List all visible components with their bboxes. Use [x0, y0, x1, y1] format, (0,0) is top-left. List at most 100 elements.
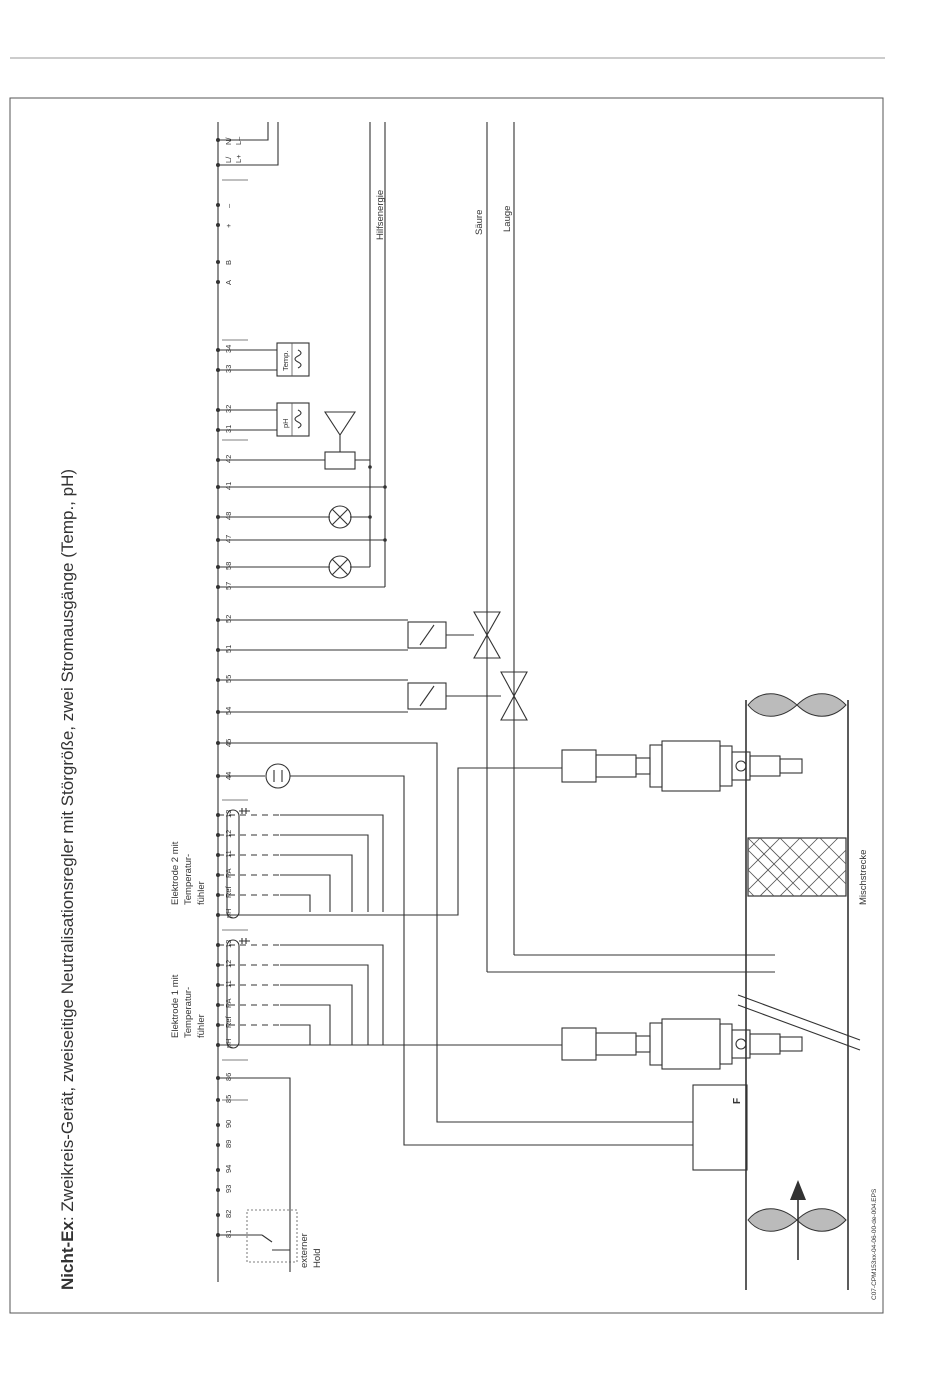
e1-terminal-12: 12	[224, 960, 233, 968]
terminal-86: 86	[224, 1073, 233, 1081]
external-hold-label-1: externer	[299, 1233, 310, 1268]
signal-lamp-icon	[328, 555, 352, 579]
terminal-separators	[222, 179, 248, 1101]
terminal-B: B	[224, 260, 233, 265]
mischstrecke-label: Mischstrecke	[858, 850, 869, 905]
power-wire-l	[218, 122, 279, 166]
terminal-82: 82	[224, 1210, 233, 1218]
terminal-labels-electrode1: pH Ref PA 11 12 13	[224, 940, 233, 1048]
valve-icon	[473, 611, 501, 659]
electrode1-label-1: Elektrode 1 mit	[170, 974, 181, 1038]
electrode1-label-2: Temperatur-	[183, 987, 194, 1038]
pipe-bottom-section	[747, 1208, 847, 1232]
static-mixer-hatch	[747, 837, 847, 897]
arrow-up-icon	[790, 1180, 806, 1200]
flowmeter-box	[692, 1084, 748, 1171]
terminal-81: 81	[224, 1230, 233, 1238]
terminal-54: 54	[224, 707, 233, 715]
terminal-58: 58	[224, 562, 233, 570]
signal-lamp-icon	[328, 505, 352, 529]
lauge-label: Lauge	[502, 206, 513, 232]
pipe-break-2	[737, 1004, 861, 1051]
flowmeter-label: F	[732, 1098, 743, 1104]
terminal-41: 41	[224, 482, 233, 490]
terminal-labels-relays: 44 45 54 55 51 52 57 58 47 48 41 42	[224, 455, 233, 780]
electrode2-cable-jacket	[226, 809, 240, 919]
electrode1-wiring	[218, 944, 562, 1046]
e1-terminal-ref: Ref	[224, 1015, 233, 1028]
terminal-32: 32	[224, 405, 233, 413]
e2-terminal-13: 13	[224, 810, 233, 818]
e1-terminal-ph: pH	[224, 1038, 233, 1048]
valve2-wires	[218, 679, 408, 713]
terminal-47: 47	[224, 535, 233, 543]
electrode1-label-3: fühler	[196, 1014, 207, 1038]
saeure-label: Säure	[474, 210, 485, 235]
ground-icon	[239, 808, 250, 814]
diagram-frame	[9, 97, 884, 1314]
terminal-labels-bus: + – A B	[224, 203, 233, 285]
recorder-icon	[294, 409, 302, 429]
recorder-icon	[294, 349, 302, 369]
temp-output-box	[276, 342, 310, 377]
terminal-minus: –	[224, 203, 233, 208]
terminal-31: 31	[224, 425, 233, 433]
terminal-labels-outputs: 31 32 33 34	[224, 345, 233, 433]
pipe-top-section	[747, 693, 847, 717]
terminal-N: N/	[224, 137, 233, 145]
terminal-labels-electrode2: pH Ref PA 11 12 13	[224, 810, 233, 918]
e2-terminal-ph: pH	[224, 908, 233, 918]
terminal-48: 48	[224, 512, 233, 520]
figure-code: C07-CPM153xx-04-06-00-de-004.EPS	[871, 1188, 878, 1300]
terminal-L: L/	[224, 156, 233, 163]
terminal-52: 52	[224, 615, 233, 623]
electrode2-wiring	[218, 767, 562, 916]
electrode1-cable-jacket	[226, 939, 240, 1049]
electrode2-label-3: fühler	[196, 881, 207, 905]
terminal-89: 89	[224, 1140, 233, 1148]
terminal-51: 51	[224, 645, 233, 653]
temp-output-wires	[218, 349, 277, 371]
terminal-labels-hold: 81 82 93 94 89 90 85 86	[224, 1073, 233, 1238]
e1-terminal-11: 11	[224, 980, 233, 988]
external-hold-box	[246, 1209, 298, 1263]
terminal-94: 94	[224, 1165, 233, 1173]
electrode2-label-1: Elektrode 2 mit	[170, 841, 181, 905]
diagram-title: Nicht-Ex: Zweikreis-Gerät, zweiseitige N…	[58, 469, 77, 1290]
current-meter-icon	[265, 763, 291, 789]
ph-output-label: pH	[281, 418, 290, 428]
e2-terminal-ref: Ref	[224, 885, 233, 898]
flowmeter-wire-45	[218, 742, 693, 1123]
e2-terminal-11: 11	[224, 850, 233, 858]
terminal-57: 57	[224, 582, 233, 590]
pipe-break-1	[737, 994, 861, 1041]
electrode2-sensor-icon	[561, 740, 803, 792]
e2-terminal-pa: PA	[224, 869, 233, 878]
power-wire-n	[218, 122, 269, 141]
terminal-55: 55	[224, 675, 233, 683]
terminal-85: 85	[224, 1095, 233, 1103]
flowmeter-wire-44	[218, 775, 693, 1146]
relay-coil-icon	[324, 451, 356, 470]
static-mixer	[747, 837, 847, 897]
valve-icon	[500, 671, 528, 721]
terminal-90: 90	[224, 1120, 233, 1128]
valve1-wires	[218, 619, 408, 651]
hold-wire-86	[218, 1077, 291, 1272]
terminal-A: A	[224, 280, 233, 285]
terminal-34: 34	[224, 345, 233, 353]
ph-output-wires	[218, 409, 277, 431]
hilfsenergie-label: Hilfsenergie	[375, 190, 386, 240]
terminal-33: 33	[224, 365, 233, 373]
horn-icon	[323, 411, 357, 452]
terminal-plus: +	[224, 223, 233, 228]
terminal-42: 42	[224, 455, 233, 463]
ground-icon	[239, 938, 250, 944]
e1-terminal-pa: PA	[224, 999, 233, 1008]
electrode1-sensor-icon	[561, 1018, 803, 1070]
e1-terminal-13: 13	[224, 940, 233, 948]
temp-output-label: Temp.	[281, 351, 290, 371]
switch-icon	[261, 1234, 290, 1251]
terminal-93: 93	[224, 1185, 233, 1193]
